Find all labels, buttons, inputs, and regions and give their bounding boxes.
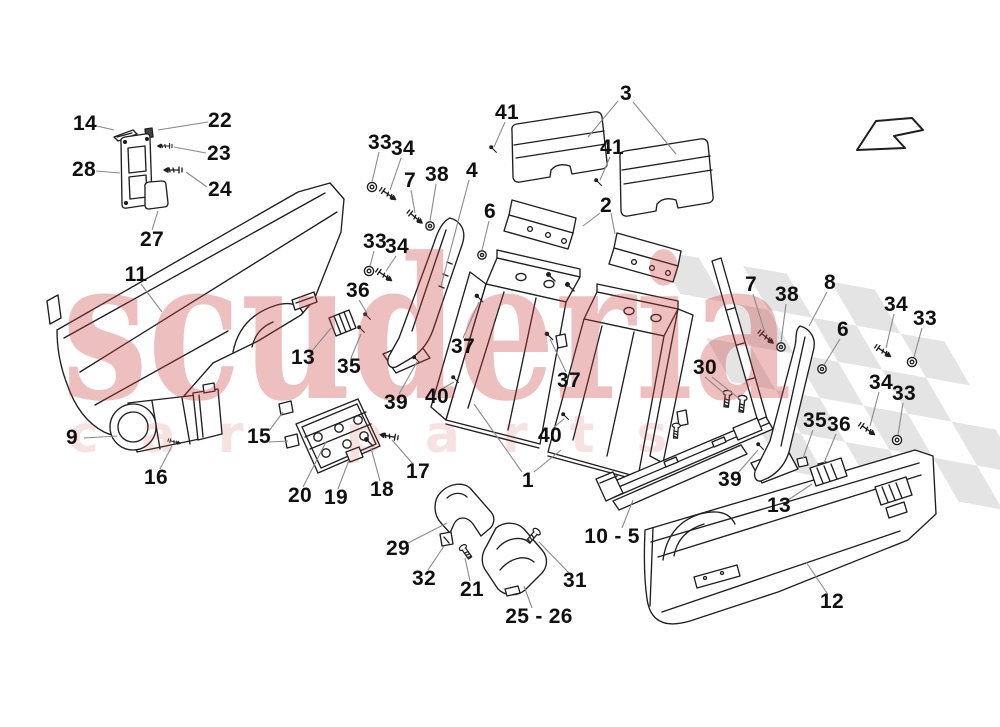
part-callout-41: 41 xyxy=(495,101,519,124)
part-door-insert-group xyxy=(113,127,183,210)
part-callout-4: 4 xyxy=(466,159,478,182)
part-callout-6: 6 xyxy=(837,318,849,341)
part-callout-30: 30 xyxy=(693,356,717,379)
part-bulkhead-panel-left xyxy=(430,249,581,449)
part-callout-35: 35 xyxy=(337,355,361,378)
part-speaker-covers xyxy=(489,111,714,217)
part-callout-40: 40 xyxy=(538,424,562,447)
scuff-plate xyxy=(874,476,913,506)
part-callout-17: 17 xyxy=(406,460,430,483)
part-callout-24: 24 xyxy=(208,178,232,201)
knob-19 xyxy=(345,446,364,463)
part-callout-41: 41 xyxy=(600,136,624,159)
part-side-panel-left xyxy=(46,182,345,437)
part-callout-6: 6 xyxy=(484,200,496,223)
part-fire-extinguisher xyxy=(109,382,223,453)
scuff-plate xyxy=(809,457,848,487)
part-callout-23: 23 xyxy=(207,142,231,165)
part-callout-12: 12 xyxy=(820,590,844,613)
part-callout-15: 15 xyxy=(247,425,271,448)
part-callout-37: 37 xyxy=(557,369,581,392)
part-callout-22: 22 xyxy=(208,109,232,132)
part-callout-7: 7 xyxy=(404,169,416,192)
clip-15a xyxy=(278,400,294,416)
part-callout-18: 18 xyxy=(370,478,394,501)
part-callout-28: 28 xyxy=(72,158,96,181)
part-callout-20: 20 xyxy=(288,484,312,507)
part-callout-40: 40 xyxy=(425,385,449,408)
part-callout-38: 38 xyxy=(425,163,449,186)
part-callout-34: 34 xyxy=(884,293,908,316)
part-callout-13: 13 xyxy=(291,346,315,369)
part-callout-25-26: 25 - 26 xyxy=(505,605,573,628)
part-callout-13: 13 xyxy=(767,494,791,517)
part-callout-7: 7 xyxy=(745,273,757,296)
part-bulkhead-panel-right xyxy=(544,283,694,481)
part-callout-39: 39 xyxy=(384,391,408,414)
panel-tab xyxy=(676,409,689,427)
part-callout-36: 36 xyxy=(346,279,370,302)
part-lower-trim xyxy=(434,483,495,561)
part-callout-1: 1 xyxy=(522,469,534,492)
part-side-panel-right xyxy=(643,449,937,625)
part-callout-34: 34 xyxy=(869,371,893,394)
clip-15b xyxy=(284,433,300,449)
part-callout-34: 34 xyxy=(391,137,415,160)
part-sill-rail xyxy=(595,416,774,511)
rail-end-cap xyxy=(595,471,624,502)
part-callout-33: 33 xyxy=(913,307,937,330)
part-callout-19: 19 xyxy=(324,486,348,509)
part-callout-31: 31 xyxy=(563,569,587,592)
part-switch-panel xyxy=(278,398,400,474)
panel-vent xyxy=(291,291,318,311)
part-callout-8: 8 xyxy=(824,271,836,294)
part-callout-2: 2 xyxy=(600,194,612,217)
part-callout-33: 33 xyxy=(892,382,916,405)
part-pillar-trim-left xyxy=(363,181,487,374)
part-callout-3: 3 xyxy=(620,82,632,105)
part-callout-16: 16 xyxy=(144,466,168,489)
part-mounting-brackets xyxy=(503,199,682,283)
part-callout-14: 14 xyxy=(73,112,97,135)
part-callout-29: 29 xyxy=(386,537,410,560)
part-callout-39: 39 xyxy=(718,468,742,491)
part-callout-32: 32 xyxy=(412,567,436,590)
part-callout-33: 33 xyxy=(368,131,392,154)
direction-arrow-icon xyxy=(856,117,924,151)
part-callout-21: 21 xyxy=(460,578,484,601)
part-callout-34: 34 xyxy=(385,235,409,258)
panel-tab xyxy=(555,333,568,349)
part-callout-10-5: 10 - 5 xyxy=(584,525,640,548)
part-callout-38: 38 xyxy=(775,283,799,306)
part-callout-9: 9 xyxy=(66,426,78,449)
pad-27 xyxy=(144,180,169,210)
part-callout-35: 35 xyxy=(803,409,827,432)
part-callout-27: 27 xyxy=(140,228,164,251)
part-callout-36: 36 xyxy=(827,413,851,436)
watermark-brand: scuderia xyxy=(62,215,792,445)
leader-lines xyxy=(83,100,923,609)
part-callout-37: 37 xyxy=(451,335,475,358)
part-callout-11: 11 xyxy=(124,263,148,286)
part-callout-33: 33 xyxy=(363,230,387,253)
panel-tab xyxy=(46,294,62,325)
part-sill-insert-left xyxy=(328,309,371,337)
